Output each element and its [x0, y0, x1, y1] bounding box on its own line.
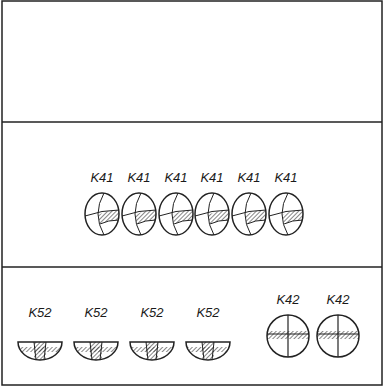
section-line: [98, 193, 104, 235]
part-label: K52: [140, 306, 163, 320]
section-line: [174, 220, 193, 224]
part-symbol: [122, 193, 156, 235]
section-line: [90, 342, 92, 360]
part-label: K41: [274, 171, 297, 185]
part-outline: [269, 193, 303, 235]
section-line: [287, 315, 288, 357]
hatched-section: [130, 347, 174, 352]
section-line: [172, 193, 178, 235]
part-label: K42: [326, 293, 349, 307]
part-outline: [85, 193, 119, 235]
section-line: [85, 210, 119, 216]
part-outline: [267, 315, 309, 357]
part-label: K41: [164, 171, 187, 185]
part-outline: [186, 342, 230, 360]
part-label: K41: [200, 171, 223, 185]
hatched-section: [18, 347, 62, 352]
section-line: [284, 220, 303, 224]
part-outline: [74, 342, 118, 360]
section-line: [146, 342, 148, 360]
section-line: [159, 210, 193, 216]
part-symbol: [317, 315, 359, 357]
part-label: K52: [84, 306, 107, 320]
section-line: [247, 220, 266, 224]
part-symbol: [74, 342, 118, 362]
part-outline: [195, 193, 229, 235]
hatched-section: [74, 347, 118, 352]
section-line: [122, 210, 156, 216]
part-symbol: [159, 193, 193, 235]
section-line: [137, 220, 156, 224]
section-line: [282, 193, 288, 235]
part-outline: [122, 193, 156, 235]
part-outline: [159, 193, 193, 235]
section-line: [135, 193, 141, 235]
section-line: [44, 342, 46, 360]
section-line: [34, 342, 36, 360]
part-outline: [232, 193, 266, 235]
part-symbol: [195, 193, 229, 235]
section-line: [269, 210, 303, 216]
part-symbol: [85, 193, 119, 235]
section-line: [212, 342, 214, 360]
part-label: K42: [276, 293, 299, 307]
shelf-line: [2, 121, 382, 123]
section-line: [337, 315, 338, 357]
part-label: K41: [127, 171, 150, 185]
part-symbol: [267, 315, 309, 357]
part-label: K52: [28, 306, 51, 320]
section-line: [232, 210, 266, 216]
hatched-section: [186, 347, 230, 352]
part-symbol: [232, 193, 266, 235]
section-line: [100, 342, 102, 360]
part-symbol: [18, 342, 62, 362]
part-symbol: [269, 193, 303, 235]
section-line: [208, 193, 214, 235]
part-outline: [130, 342, 174, 360]
section-line: [210, 220, 229, 224]
section-line: [202, 342, 204, 360]
section-line: [195, 210, 229, 216]
section-line: [100, 220, 119, 224]
part-outline: [18, 342, 62, 360]
part-outline: [317, 315, 359, 357]
part-symbol: [130, 342, 174, 362]
part-label: K41: [90, 171, 113, 185]
section-line: [245, 193, 251, 235]
part-symbol: [186, 342, 230, 362]
section-line: [156, 342, 158, 360]
shelf-line: [2, 266, 382, 268]
part-label: K41: [237, 171, 260, 185]
part-label: K52: [196, 306, 219, 320]
